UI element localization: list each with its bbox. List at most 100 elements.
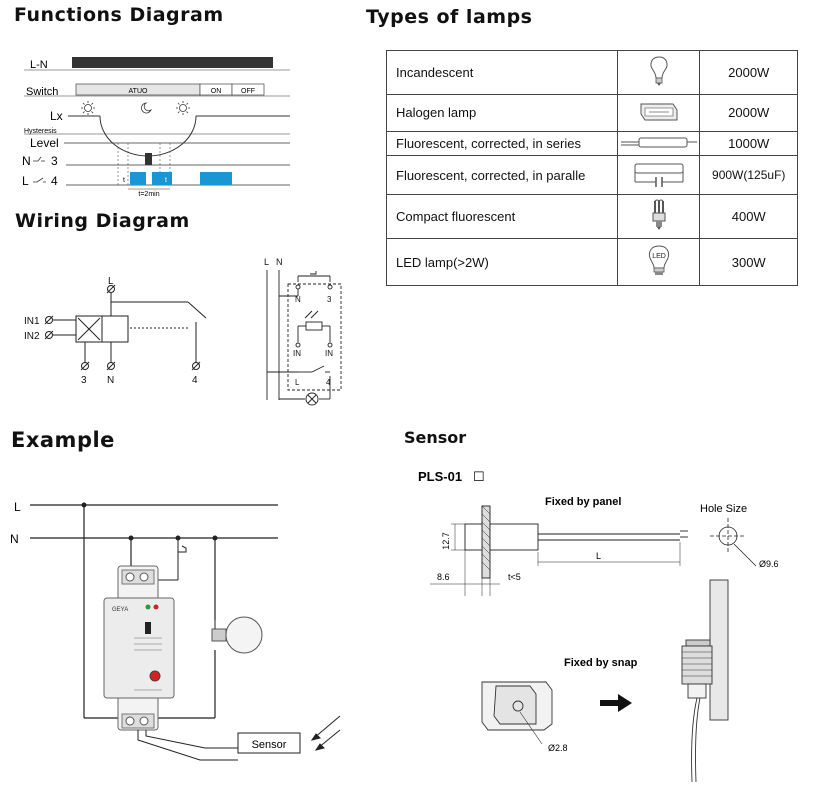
- bulb-icon: [616, 49, 701, 96]
- sun-icon: [176, 101, 190, 115]
- t-label: t: [123, 177, 125, 184]
- lamp-power: 400W: [699, 194, 798, 240]
- terminal-3-label: 3: [327, 295, 332, 304]
- sensor-model-box: ☐: [473, 469, 485, 484]
- example-l-label: L: [14, 500, 21, 514]
- snap-mounted-drawing: [681, 579, 729, 783]
- sun-icon: [81, 101, 95, 115]
- device-outline: [287, 283, 342, 391]
- hole-dim: Ø9.6: [759, 559, 779, 569]
- lamp-name: Compact fluorescent: [386, 194, 618, 240]
- table-row: LED lamp(>2W) LED 300W: [386, 238, 798, 286]
- line-n-label: N: [276, 257, 283, 267]
- switch-off-segment: [231, 83, 265, 96]
- terminal-4-label: 4: [192, 375, 198, 386]
- lamp-name: Incandescent: [386, 49, 618, 96]
- example-title: Example: [11, 428, 115, 452]
- lamp-name: Fluorescent, corrected, in series: [386, 130, 618, 157]
- fixed-by-snap-label: Fixed by snap: [564, 657, 638, 669]
- lamp-name: Fluorescent, corrected, in paralle: [386, 155, 618, 196]
- switch-on-label: ON: [211, 88, 222, 95]
- led-badge-label: LED: [652, 253, 666, 260]
- example-n-label: N: [10, 532, 19, 546]
- terminal-3-label: 3: [81, 375, 87, 386]
- moon-icon: [141, 102, 152, 114]
- lamp-power: 300W: [699, 238, 798, 286]
- l4-active-segment: [152, 172, 172, 185]
- no-contact-symbol: [33, 177, 46, 183]
- lamp-power: 2000W: [699, 49, 798, 96]
- table-row: Incandescent 2000W: [386, 49, 798, 96]
- nc-contact-symbol: [33, 156, 45, 162]
- t-label: t: [165, 177, 167, 184]
- lamp-icon: [305, 392, 319, 406]
- terminal-n-label: N: [295, 295, 301, 304]
- tube-capacitor-icon: [616, 155, 701, 196]
- label-l-terminal: 4: [51, 174, 58, 188]
- label-level: Level: [30, 136, 59, 150]
- sensor-title: Sensor: [404, 428, 467, 447]
- lamp-types-table: Incandescent 2000W Halogen lamp 2000W Fl…: [386, 49, 798, 286]
- cfl-icon: [616, 194, 701, 240]
- table-row: Compact fluorescent 400W: [386, 194, 798, 240]
- table-row: Fluorescent, corrected, in series 1000W: [386, 130, 798, 157]
- bulb-icon: [211, 616, 263, 654]
- label-ln: L-N: [30, 59, 48, 71]
- lux-curve: [99, 115, 197, 157]
- arrow-right-icon: [600, 694, 632, 712]
- table-row: Fluorescent, corrected, in paralle 900W(…: [386, 155, 798, 196]
- snap-dim: Ø2.8: [548, 743, 568, 753]
- halogen-icon: [616, 94, 701, 132]
- terminal-in-label: IN: [325, 349, 333, 358]
- terminal-in2-label: IN2: [24, 331, 40, 342]
- panel-mount-drawing: [430, 505, 688, 596]
- led-bulb-icon: LED: [616, 238, 701, 286]
- terminal-in1-label: IN1: [24, 316, 40, 327]
- label-lx: Lx: [50, 109, 63, 123]
- wiring-diagram-right: L N N 3 IN IN L 4: [264, 257, 342, 406]
- label-hysteresis: Hysteresis: [24, 128, 57, 135]
- terminal-4-label: 4: [326, 378, 331, 387]
- label-n: N: [22, 154, 31, 168]
- lamp-power: 1000W: [699, 130, 798, 157]
- ln-power-bar: [72, 57, 273, 68]
- relay-device: GEYA: [103, 565, 175, 731]
- table-row: Halogen lamp 2000W: [386, 94, 798, 132]
- functions-diagram: L-N Switch ATUO ON OFF Lx Hysteresis Lev…: [22, 57, 290, 198]
- wiring-diagram-left: L IN1 IN2 3 N 4: [24, 276, 207, 386]
- dim-left: 8.6: [437, 572, 450, 582]
- lamp-power: 2000W: [699, 94, 798, 132]
- snap-clip-drawing: [481, 681, 553, 745]
- terminal-l-label: L: [108, 276, 114, 287]
- tube-icon: [616, 130, 701, 157]
- wiring-diagram-title: Wiring Diagram: [15, 210, 190, 232]
- example-diagram: L N GEYA: [10, 500, 341, 761]
- dim-length: L: [596, 551, 601, 561]
- n3-pulse: [145, 153, 152, 165]
- l4-active-segment: [130, 172, 146, 185]
- photoresistor: [305, 321, 323, 331]
- label-l: L: [22, 174, 29, 188]
- dim-thickness: t<5: [508, 572, 521, 582]
- line-l-label: L: [264, 257, 269, 267]
- timing-label: t=2min: [138, 191, 159, 198]
- switch-off-label: OFF: [241, 88, 255, 95]
- terminal-l-label: L: [295, 378, 300, 387]
- switch-auto-label: ATUO: [129, 88, 148, 95]
- functions-diagram-title: Functions Diagram: [14, 4, 224, 26]
- terminal-n-label: N: [107, 375, 114, 386]
- light-rays-icon: [310, 715, 341, 751]
- dim-height: 12.7: [441, 532, 451, 550]
- sensor-model: PLS-01: [418, 469, 462, 484]
- terminal-in-label: IN: [293, 349, 301, 358]
- lamp-name: LED lamp(>2W): [386, 238, 618, 286]
- hole-size-drawing: [710, 518, 757, 567]
- lamp-power: 900W(125uF): [699, 155, 798, 196]
- types-of-lamps-title: Types of lamps: [366, 6, 533, 28]
- device-brand: GEYA: [112, 607, 128, 613]
- hole-size-label: Hole Size: [700, 503, 747, 515]
- label-switch: Switch: [26, 86, 58, 98]
- l4-active-segment: [200, 172, 232, 185]
- sensor-box: [237, 732, 301, 754]
